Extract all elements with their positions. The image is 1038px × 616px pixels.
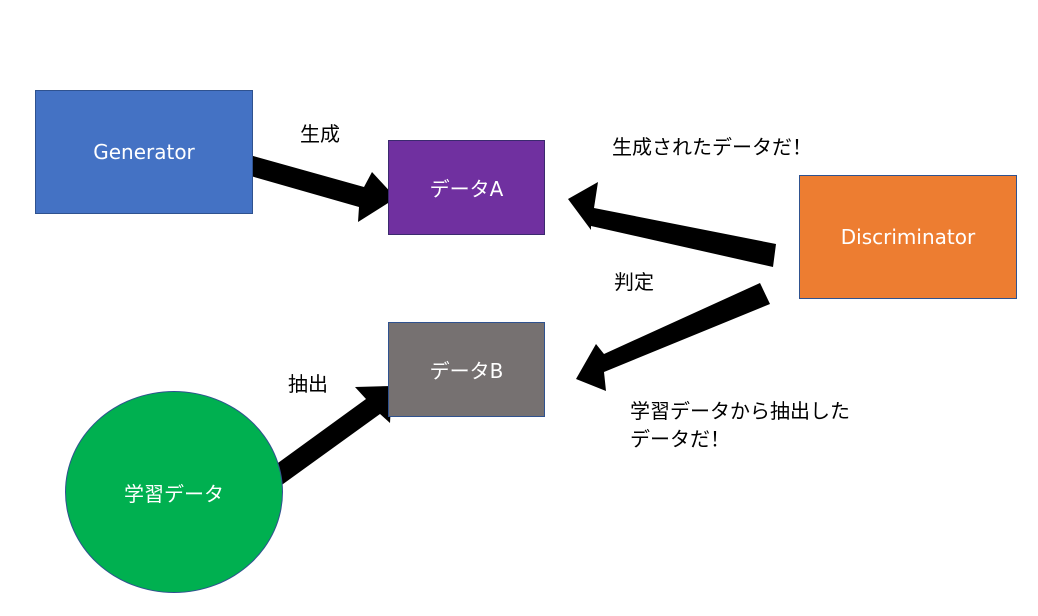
learning-data-label: 学習データ	[124, 481, 224, 506]
arrow-learning-data-to-data-b	[260, 386, 392, 492]
note-learning-line2: データだ！	[630, 427, 730, 451]
arrow-discriminator-to-data-a	[568, 182, 776, 267]
arrow-label-generate: 生成	[300, 122, 340, 146]
note-learning-data: 学習データから抽出した データだ！	[630, 397, 910, 453]
generator-node: Generator	[35, 90, 253, 214]
arrow-label-extract: 抽出	[288, 372, 328, 396]
discriminator-node: Discriminator	[799, 175, 1017, 299]
arrow-label-judge: 判定	[614, 270, 654, 294]
data-a-label: データA	[429, 177, 504, 201]
data-a-node: データA	[388, 140, 545, 235]
learning-data-node: 学習データ	[65, 391, 283, 593]
discriminator-label: Discriminator	[840, 225, 976, 249]
data-b-node: データB	[388, 322, 545, 417]
note-generated-data: 生成されたデータだ！	[612, 135, 812, 159]
arrow-generator-to-data-a	[240, 154, 396, 222]
generator-label: Generator	[93, 140, 195, 164]
note-learning-line1: 学習データから抽出した	[630, 399, 850, 423]
arrow-discriminator-to-data-b	[576, 283, 770, 391]
data-b-label: データB	[429, 359, 504, 383]
